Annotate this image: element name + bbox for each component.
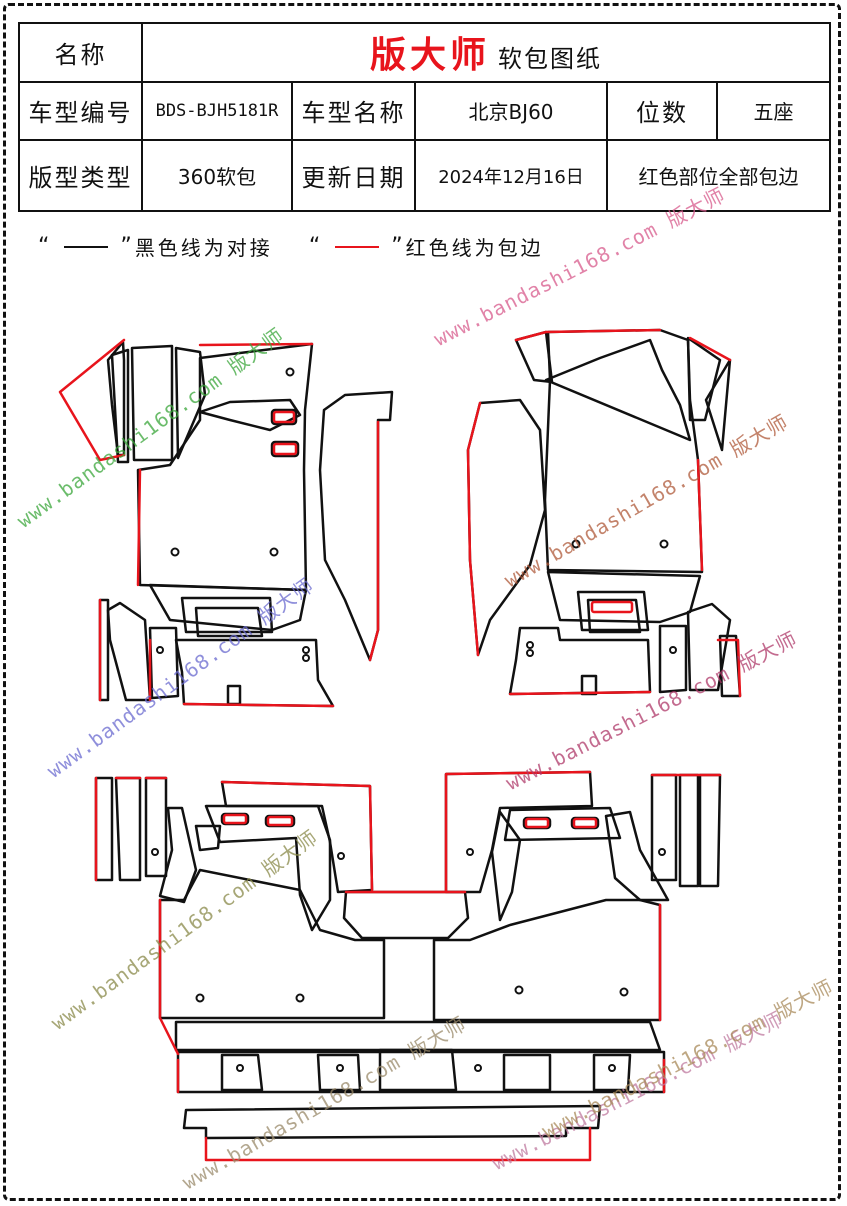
trunk-red-edges xyxy=(176,1058,666,1094)
date-value: 2024年12月16日 xyxy=(414,139,608,212)
fl-lower-notch xyxy=(226,684,242,706)
trunk-segment-5 xyxy=(592,1053,632,1092)
seats-value: 五座 xyxy=(715,80,832,142)
fl-strip-c xyxy=(174,346,207,460)
fr-top-right-a xyxy=(686,336,722,422)
rl-red-seatback xyxy=(220,780,374,892)
doc-title: 软包图纸 xyxy=(498,45,603,74)
legend-open-quote-2: “ xyxy=(308,234,324,259)
fl-tunnel-piece xyxy=(148,583,308,632)
trunk-back-piece xyxy=(182,1104,602,1140)
trunk-segment-3 xyxy=(378,1048,458,1092)
fl-red-lower-mid xyxy=(182,702,335,708)
line-legend: “ ” 黑色线为对接 “ ” 红色线为包边 xyxy=(38,232,544,261)
type-label: 版型类型 xyxy=(18,139,143,212)
rl-red-floor xyxy=(158,898,180,1056)
red-line-sample xyxy=(335,245,380,248)
legend-close-quote: ” xyxy=(120,234,135,259)
date-label: 更新日期 xyxy=(291,139,416,212)
model-code-label: 车型编号 xyxy=(18,80,143,142)
fr-red-top-right xyxy=(688,336,732,362)
fl-lower-left-c xyxy=(148,626,180,700)
name-label: 名称 xyxy=(18,22,143,83)
rr-red-slot-2 xyxy=(572,817,598,829)
fl-red-main-left xyxy=(136,468,142,587)
trunk-segment-1 xyxy=(220,1053,264,1092)
rl-step-piece xyxy=(194,824,222,852)
fr-red-slot xyxy=(590,600,634,614)
legend-close-quote-2: ” xyxy=(391,234,406,259)
rl-red-strips xyxy=(94,776,168,882)
rl-side-piece xyxy=(158,806,198,904)
fr-red-lower xyxy=(508,638,742,698)
rr-door-strip-a xyxy=(650,773,678,882)
fl-red-top xyxy=(198,342,314,347)
fr-curve-piece xyxy=(544,338,692,442)
rc-hump-piece xyxy=(342,890,470,940)
fl-red-lower-left xyxy=(98,598,152,702)
model-name-value: 北京BJ60 xyxy=(414,80,608,142)
black-line-sample xyxy=(64,245,109,248)
rr-door-strip-c xyxy=(698,773,722,888)
rr-arch-piece xyxy=(503,806,622,842)
model-name-label: 车型名称 xyxy=(291,80,416,142)
fl-console-box xyxy=(180,596,274,634)
trunk-segment-4 xyxy=(502,1053,552,1092)
fr-lower-right-a xyxy=(658,624,688,694)
brand-title: 版大师 xyxy=(370,35,491,77)
rr-door-strip-b xyxy=(678,773,700,888)
fl-red-pillar xyxy=(368,420,380,662)
info-table: 名称 版大师软包图纸 车型编号 BDS-BJH5181R 车型名称 北京BJ60… xyxy=(18,22,832,212)
model-code-value: BDS-BJH5181R xyxy=(141,80,293,142)
page-border xyxy=(3,3,841,1201)
title-cell: 版大师软包图纸 xyxy=(140,22,832,83)
red-line-legend-text: 红色线为包边 xyxy=(405,236,544,260)
trunk-front-edge xyxy=(174,1020,662,1052)
edge-note: 红色部位全部包边 xyxy=(605,139,832,212)
fl-lower-mid xyxy=(174,638,335,708)
rr-side-piece xyxy=(604,810,670,902)
fl-red-triangle xyxy=(58,338,126,462)
rl-arch-piece xyxy=(204,804,332,932)
trunk-segment-2 xyxy=(316,1053,362,1092)
fr-pillar-piece xyxy=(466,398,547,657)
fr-console-inner xyxy=(586,598,642,634)
fr-lower-right-b xyxy=(686,602,732,692)
rl-door-strip-b xyxy=(114,776,142,882)
fr-top-right-b xyxy=(704,358,732,452)
fl-slot-2 xyxy=(270,440,300,458)
rr-red-slot-1 xyxy=(524,817,550,829)
fl-red-slot-2 xyxy=(272,442,298,456)
fl-console-inner xyxy=(194,606,264,638)
fr-red-pillar xyxy=(466,401,482,657)
rl-floor-piece xyxy=(158,868,386,1020)
fl-pillar-piece xyxy=(318,390,394,662)
fl-strip-a xyxy=(110,348,130,464)
seats-label: 位数 xyxy=(606,80,718,142)
black-line-legend-text: 黑色线为对接 xyxy=(134,236,273,260)
fl-red-slot-1 xyxy=(272,410,296,424)
fr-lower-mid xyxy=(508,626,652,696)
rl-door-strip-c xyxy=(144,776,168,878)
rr-curve-piece xyxy=(490,810,522,922)
rr-floor-piece xyxy=(432,898,662,1022)
locator-holes xyxy=(151,367,677,1072)
trunk-red-back xyxy=(204,1126,592,1162)
fr-console-box xyxy=(576,590,650,632)
fr-lower-notch xyxy=(580,674,598,696)
rl-red-slot-2 xyxy=(266,815,294,827)
rr-red-seatback xyxy=(444,770,592,894)
legend-open-quote: “ xyxy=(38,234,53,259)
type-value: 360软包 xyxy=(141,139,293,212)
fr-tunnel-piece xyxy=(546,570,702,624)
fl-slot-1 xyxy=(270,408,298,426)
rl-red-slot-1 xyxy=(222,813,248,825)
fl-step-piece xyxy=(198,398,302,432)
fr-red-top xyxy=(514,328,662,342)
fr-red-right xyxy=(696,458,704,572)
rl-door-strip-a xyxy=(94,776,114,882)
